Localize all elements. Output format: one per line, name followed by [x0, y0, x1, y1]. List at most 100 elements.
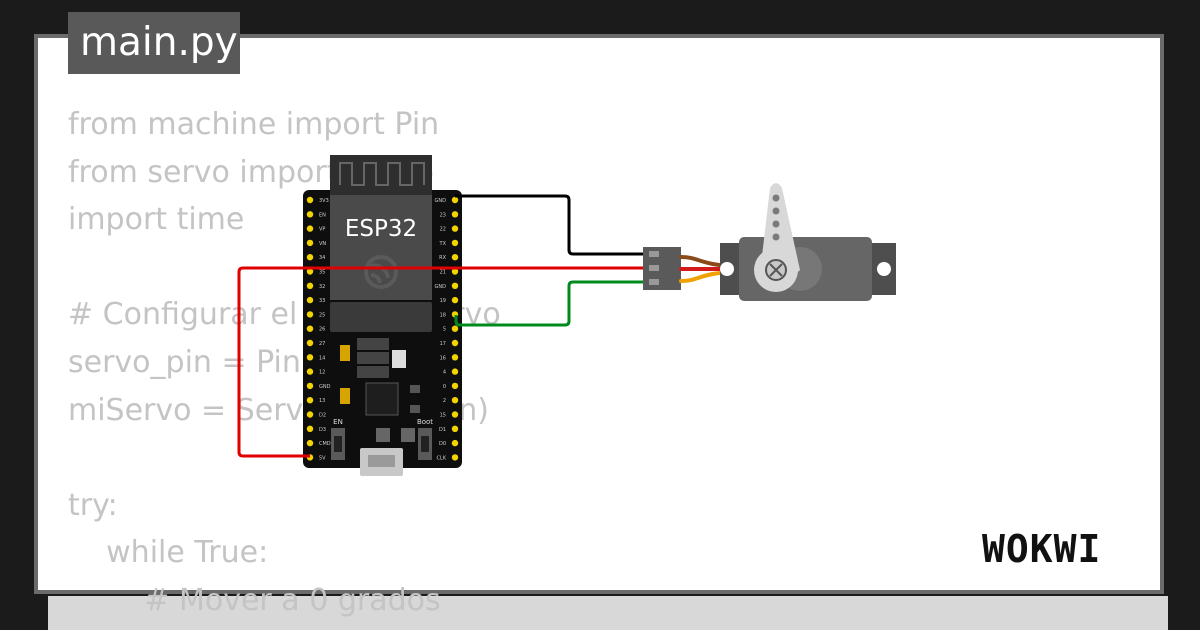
header-pin[interactable]: [306, 411, 314, 418]
header-pin[interactable]: [306, 268, 314, 275]
antenna-module: [330, 155, 432, 200]
header-pin[interactable]: [451, 439, 459, 447]
code-line: try:: [68, 487, 118, 523]
servo-motor[interactable]: [720, 183, 896, 301]
esp32-board[interactable]: ESP32 EN Boot: [303, 155, 462, 476]
pin-label: 23: [440, 212, 446, 218]
pin-label: CMD: [319, 441, 331, 447]
code-line: while True:: [68, 535, 269, 571]
header-pin[interactable]: [306, 211, 314, 218]
pin-label: GND: [435, 198, 447, 204]
header-pin[interactable]: [306, 354, 314, 361]
pin-label: 12: [319, 370, 325, 376]
header-pin[interactable]: [306, 311, 314, 318]
header-pin[interactable]: [451, 454, 459, 461]
header-pin[interactable]: [306, 397, 314, 404]
pin-label: 25: [319, 312, 325, 318]
board-label: ESP32: [345, 216, 417, 242]
header-pin[interactable]: [306, 325, 314, 332]
header-pin[interactable]: [306, 296, 314, 304]
header-pin[interactable]: [306, 425, 314, 432]
en-label: EN: [333, 418, 343, 426]
header-pin[interactable]: [451, 239, 459, 247]
boot-button[interactable]: [418, 428, 432, 460]
header-pin[interactable]: [306, 225, 314, 232]
pin-label: 22: [440, 227, 446, 233]
header-pin[interactable]: [306, 196, 314, 204]
servo-connector: [643, 247, 681, 290]
header-pin[interactable]: [451, 282, 459, 289]
header-pin[interactable]: [451, 211, 459, 218]
pin-label: 14: [319, 355, 325, 361]
pin-label: 5: [443, 327, 446, 333]
espressif-logo-icon: [364, 255, 398, 289]
pin-label: 18: [440, 312, 446, 318]
en-button[interactable]: [331, 428, 345, 460]
header-pin[interactable]: [306, 239, 314, 247]
header-pin[interactable]: [451, 411, 459, 418]
usb-uart-chip: [365, 382, 399, 416]
signal-wire[interactable]: [454, 280, 645, 327]
pin-label: 27: [319, 341, 325, 347]
header-pin[interactable]: [306, 282, 314, 289]
pin-label: D3: [319, 427, 326, 433]
header-pin[interactable]: [451, 254, 459, 261]
gnd-wire[interactable]: [455, 194, 645, 256]
code-line: # Mover a 0 grados: [68, 582, 441, 618]
pin-label: 32: [319, 284, 325, 290]
pin-label: 19: [440, 298, 446, 304]
header-pin[interactable]: [451, 268, 459, 275]
boot-label: Boot: [417, 418, 433, 426]
pin-label: 5V: [319, 455, 326, 461]
header-pin[interactable]: [306, 382, 314, 390]
header-pin[interactable]: [451, 339, 459, 347]
pin-label: EN: [319, 212, 326, 218]
pin-label: 16: [440, 355, 446, 361]
header-pin[interactable]: [451, 368, 459, 375]
pin-label: 3V3: [319, 198, 329, 204]
pin-label: 26: [319, 327, 325, 333]
code-line: import time: [68, 202, 245, 238]
header-pin[interactable]: [451, 425, 459, 432]
pin-label: GND: [319, 384, 331, 390]
right-pin-header: [451, 196, 459, 461]
preview-card: [34, 34, 1164, 594]
header-pin[interactable]: [451, 225, 459, 232]
header-pin[interactable]: [306, 254, 314, 261]
card-shadow: [48, 596, 1168, 630]
pin-label: VP: [319, 227, 325, 233]
header-pin[interactable]: [451, 397, 459, 404]
pin-label: CLK: [436, 455, 446, 461]
pin-label: 35: [319, 270, 325, 276]
pin-label: 13: [319, 398, 325, 404]
pin-label: 21: [440, 270, 446, 276]
header-pin[interactable]: [451, 296, 459, 304]
pin-label: 17: [440, 341, 446, 347]
header-pin[interactable]: [306, 368, 314, 375]
pin-label: GND: [435, 284, 447, 290]
vcc-wire[interactable]: [237, 266, 645, 458]
file-tab[interactable]: main.py: [68, 12, 240, 74]
header-pin[interactable]: [306, 339, 314, 347]
pin-label: D0: [439, 441, 446, 447]
wokwi-logo: WOKWI: [982, 527, 1101, 571]
header-pin[interactable]: [451, 196, 459, 204]
left-pin-header: [306, 196, 314, 461]
header-pin[interactable]: [451, 354, 459, 361]
code-line: from machine import Pin: [68, 107, 440, 142]
pin-label: VN: [319, 241, 326, 247]
pin-label: 34: [319, 255, 325, 261]
header-pin[interactable]: [306, 439, 314, 447]
pin-label: 4: [443, 370, 446, 376]
header-pin[interactable]: [451, 382, 459, 390]
pin-label: 0: [443, 384, 446, 390]
pin-label: D1: [439, 427, 446, 433]
header-pin[interactable]: [451, 325, 459, 332]
pin-label: RX: [439, 255, 446, 261]
servo-screw-icon: [765, 259, 787, 281]
svg-text:WOKWI: WOKWI: [982, 527, 1101, 571]
pin-label: 2: [443, 398, 446, 404]
pin-label: D2: [319, 413, 326, 419]
pin-label: 15: [440, 413, 446, 419]
